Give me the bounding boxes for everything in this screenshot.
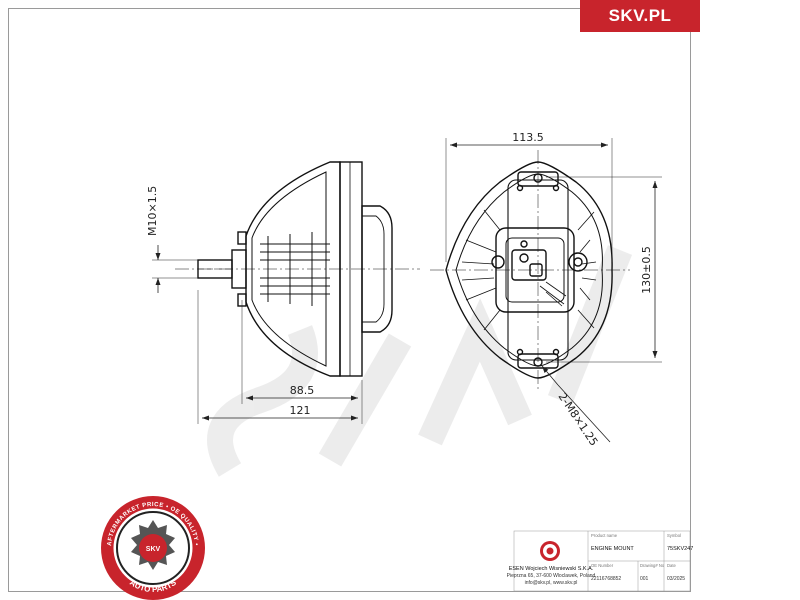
product-name-label: Product name <box>591 533 618 538</box>
dim-depth-total: 121 <box>290 404 311 417</box>
company-line-1: ESEN Wojciech Wisniewski S.K.A. <box>509 566 594 572</box>
oe-number: 22116768852 <box>591 576 621 582</box>
dim-bolts-top: 2-M8×1.25 <box>556 390 601 448</box>
front-dimensions <box>445 138 662 443</box>
date-label: Date <box>667 563 677 568</box>
symbol-label: Symbol <box>667 533 681 538</box>
title-block <box>513 530 691 592</box>
dim-width: 113.5 <box>512 131 544 144</box>
drawing-no-label: Drawing# No <box>640 563 665 568</box>
side-dimensions <box>152 245 363 424</box>
drawing-frame <box>8 8 691 592</box>
company-line-3: info@skv.pl, www.skv.pl <box>525 580 578 586</box>
dim-bolt-side: M10×1.5 <box>146 186 159 236</box>
seal-center-text: SKV <box>146 546 161 553</box>
side-view <box>175 161 420 377</box>
company-line-2: Pieprzna 65, 37-600 Wloclawek, Poland <box>507 573 596 579</box>
product-name: ENGINE MOUNT <box>591 546 634 552</box>
symbol-value: 75SKV247 <box>667 546 693 552</box>
brand-badge[interactable]: SKV.PL <box>580 0 700 32</box>
front-view <box>430 150 630 390</box>
rubber-boss <box>361 205 393 333</box>
dim-depth-inner: 88.5 <box>290 384 315 397</box>
dim-height: 130±0.5 <box>640 246 653 294</box>
seal-logo: AFTERMARKET PRICE • OE QUALITY • AUTO PA… <box>101 496 205 600</box>
oe-number-label: OE Number <box>591 563 614 568</box>
date-value: 03/2025 <box>667 576 685 582</box>
drawing-no: 001 <box>640 576 649 582</box>
